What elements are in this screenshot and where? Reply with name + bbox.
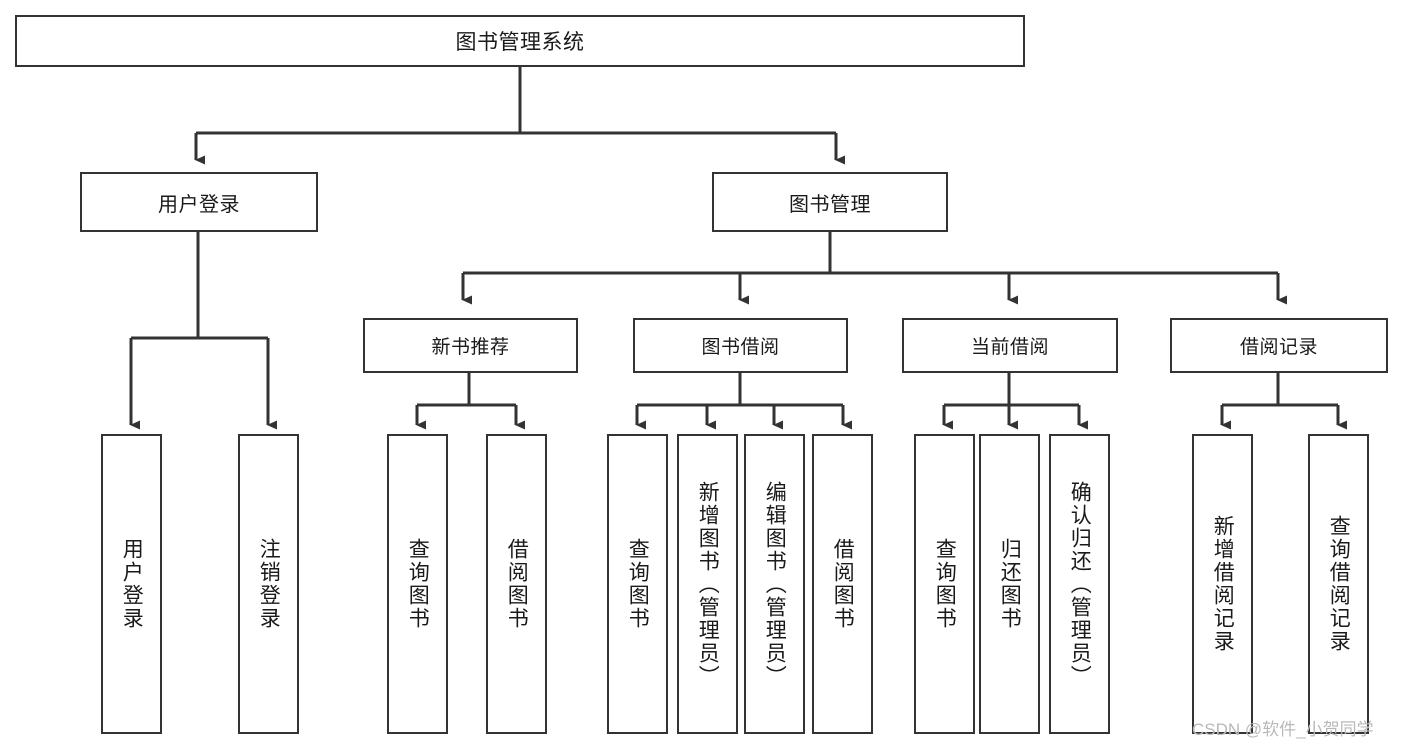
leaf-label: 查询借阅记录 [1327,515,1351,653]
leaf-record-query-record[interactable]: 查询借阅记录 [1308,434,1369,734]
leaf-user-login-logout[interactable]: 注销登录 [238,434,299,734]
node-label: 图书借阅 [701,337,780,358]
node-label: 当前借阅 [970,337,1049,358]
node-root-system[interactable]: 图书管理系统 [15,15,1025,67]
leaf-label: 归还图书 [998,538,1022,630]
leaf-label: 查询图书 [626,538,650,630]
leaf-current-return-book[interactable]: 归还图书 [979,434,1040,734]
leaf-label: 用户登录 [120,538,144,630]
leaf-current-confirm-return-admin[interactable]: 确认归还（管理员） [1049,434,1110,734]
node-new-book-recommend[interactable]: 新书推荐 [363,318,578,373]
leaf-user-login-login[interactable]: 用户登录 [101,434,162,734]
leaf-label: 注销登录 [257,538,281,630]
leaf-borrow-query-book[interactable]: 查询图书 [607,434,668,734]
node-label: 借阅记录 [1239,337,1318,358]
node-borrow-record[interactable]: 借阅记录 [1170,318,1388,373]
leaf-borrow-edit-book-admin[interactable]: 编辑图书（管理员） [744,434,805,734]
csdn-watermark: CSDN @软件_小贺同学 [1192,720,1374,739]
node-label: 用户登录 [158,193,240,216]
node-label: 图书管理系统 [455,31,585,54]
node-user-login[interactable]: 用户登录 [80,172,318,232]
leaf-label: 新增借阅记录 [1211,515,1235,653]
node-book-borrow[interactable]: 图书借阅 [633,318,848,373]
node-label: 图书管理 [789,193,871,216]
leaf-record-add-record[interactable]: 新增借阅记录 [1192,434,1253,734]
leaf-label: 查询图书 [933,538,957,630]
leaf-borrow-borrow-book[interactable]: 借阅图书 [812,434,873,734]
leaf-label: 借阅图书 [831,538,855,630]
leaf-label: 编辑图书（管理员） [763,480,787,688]
leaf-current-query-book[interactable]: 查询图书 [914,434,975,734]
leaf-borrow-add-book-admin[interactable]: 新增图书（管理员） [677,434,738,734]
leaf-label: 借阅图书 [505,538,529,630]
leaf-label: 确认归还（管理员） [1068,480,1092,688]
node-current-borrow[interactable]: 当前借阅 [902,318,1118,373]
node-label: 新书推荐 [431,337,510,358]
leaf-new-book-query[interactable]: 查询图书 [387,434,448,734]
leaf-new-book-borrow[interactable]: 借阅图书 [486,434,547,734]
leaf-label: 查询图书 [406,538,430,630]
node-book-management[interactable]: 图书管理 [712,172,948,232]
leaf-label: 新增图书（管理员） [696,480,720,688]
